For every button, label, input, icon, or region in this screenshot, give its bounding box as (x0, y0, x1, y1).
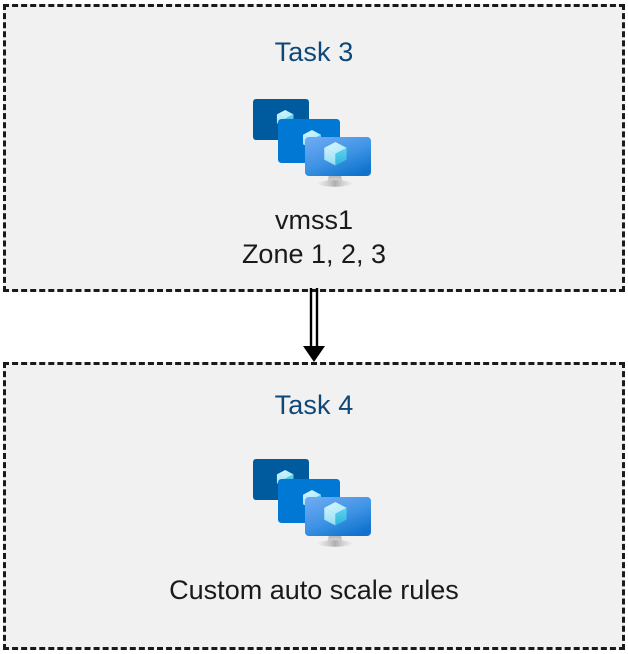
azure-virtual-machine-scale-set-icon (252, 97, 372, 195)
task4-caption-line1: Custom auto scale rules (169, 575, 459, 605)
monitor-front (305, 497, 371, 536)
task-title-task3: Task 3 (274, 37, 354, 67)
monitor-front (305, 137, 371, 176)
task-title-task4: Task 4 (274, 390, 354, 420)
arrowhead-down-icon (303, 346, 325, 362)
task3-caption-line1: vmss1 (274, 205, 353, 235)
task4-caption: Custom auto scale rules (6, 573, 622, 607)
task3-caption-line2: Zone 1, 2, 3 (241, 239, 387, 270)
task-box-task3[interactable]: Task 3 (3, 4, 625, 292)
connector-task3-to-task4 (295, 288, 335, 364)
task-box-task4[interactable]: Task 4 (3, 362, 625, 650)
task3-caption: vmss1 Zone 1, 2, 3 (6, 203, 622, 271)
azure-virtual-machine-scale-set-icon (252, 457, 372, 555)
